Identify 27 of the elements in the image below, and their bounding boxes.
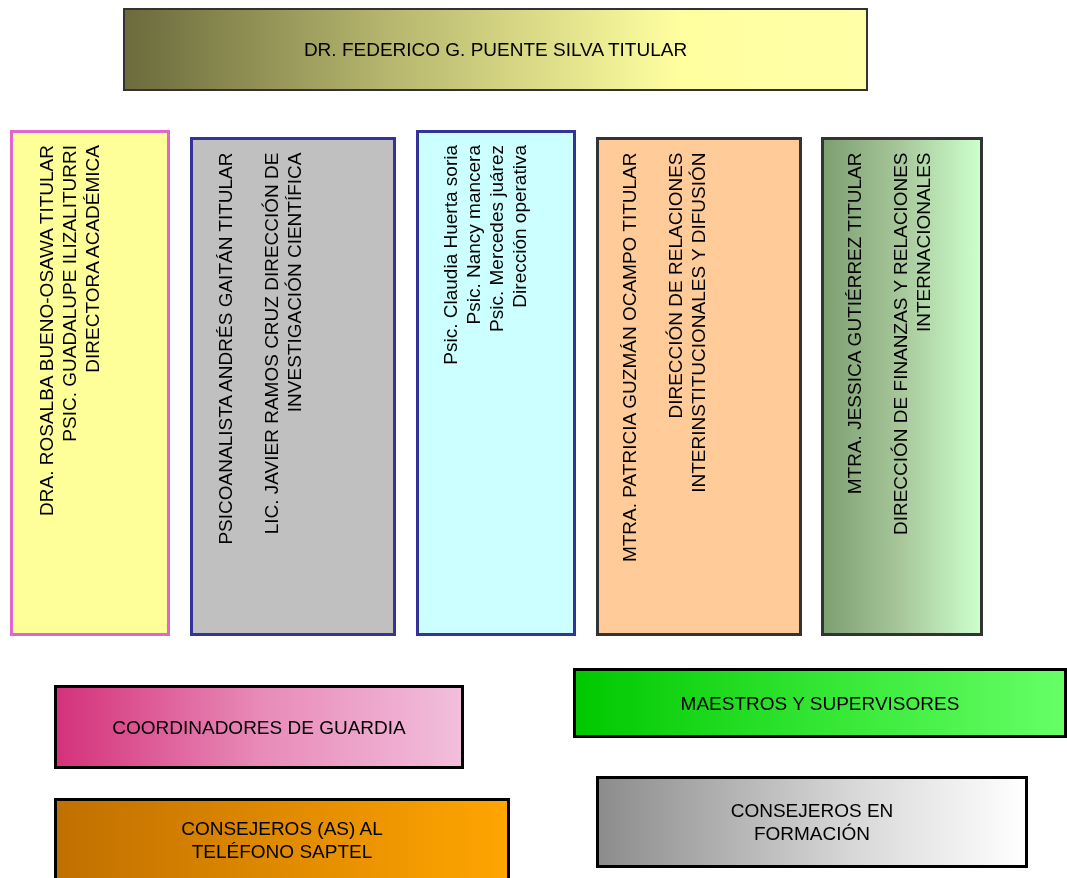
org-text: DR. FEDERICO G. PUENTE SILVA TITULAR xyxy=(302,38,689,61)
org-text: MTRA. PATRICIA GUZMÁN OCAMPO TITULAR xyxy=(617,152,640,564)
org-box xyxy=(596,776,1028,868)
org-box xyxy=(10,130,170,636)
org-box xyxy=(596,137,802,636)
org-text: Psic. Mercedes juárez xyxy=(485,145,508,334)
org-text: MTRA. JESSICA GUTIÉRREZ TITULAR xyxy=(842,152,865,496)
org-text: CONSEJEROS EN FORMACIÓN xyxy=(729,799,895,845)
org-text: DRA. ROSALBA BUENO-OSAWA TITULAR xyxy=(35,145,58,518)
org-box xyxy=(123,8,868,91)
org-text: Psic. Nancy mancera xyxy=(462,145,485,327)
org-text: PSICOANALISTA ANDRÉS GAITÁN TITULAR xyxy=(213,152,236,547)
org-box xyxy=(54,685,464,769)
org-box xyxy=(573,668,1067,738)
org-text: COORDINADORES DE GUARDIA xyxy=(111,715,407,739)
org-box xyxy=(416,130,576,636)
org-text: Psic. Claudia Huerta soria xyxy=(439,145,462,367)
org-text: PSIC. GUADALUPE ILIZALITURRI DIRECTORA ACADÉMICA xyxy=(58,145,104,444)
org-text: LIC. JAVIER RAMOS CRUZ DIRECCIÓN DE INVESTIGACIÓN CIENTÍFICA xyxy=(259,152,305,536)
org-text: DIRECCIÓN DE RELACIONES INTERINSTITUCIONALES Y DIFUSIÓN xyxy=(663,152,709,495)
org-text: MAESTROS Y SUPERVISORES xyxy=(679,691,961,715)
org-box xyxy=(54,798,510,878)
org-text: DIRECCIÓN DE FINANZAS Y RELACIONES INTERNACIONALES xyxy=(888,152,934,537)
org-text: CONSEJEROS (AS) AL TELÉFONO SAPTEL xyxy=(180,817,384,863)
org-box xyxy=(190,137,396,636)
org-box xyxy=(821,137,983,636)
org-text: Dirección operativa xyxy=(508,145,531,310)
